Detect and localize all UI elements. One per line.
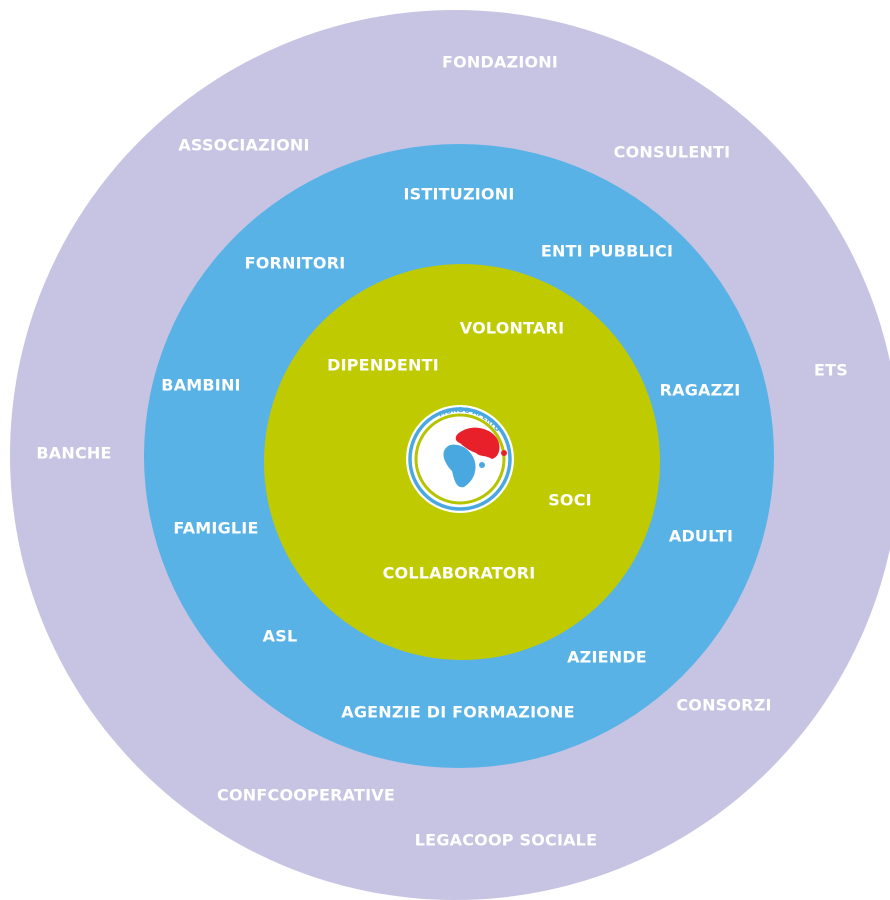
label-enti-pubblici: ENTI PUBBLICI: [540, 241, 674, 261]
label-famiglie: FAMIGLIE: [173, 518, 259, 538]
label-associazioni: ASSOCIAZIONI: [178, 135, 310, 155]
label-dipendenti: DIPENDENTI: [327, 355, 439, 375]
label-banche: BANCHE: [36, 443, 112, 463]
label-legacoop-sociale: LEGACOOP SOCIALE: [414, 830, 598, 850]
label-confcooperative: CONFCOOPERATIVE: [217, 785, 395, 805]
label-adulti: ADULTI: [668, 526, 734, 546]
label-volontari: VOLONTARI: [459, 318, 565, 338]
label-fondazioni: FONDAZIONI: [441, 52, 559, 72]
label-ets: ETS: [814, 360, 848, 380]
label-agenzie-di-formazione: AGENZIE DI FORMAZIONE: [341, 702, 575, 722]
label-consorzi: CONSORZI: [676, 695, 772, 715]
label-ragazzi: RAGAZZI: [659, 380, 741, 400]
label-collaboratori: COLLABORATORI: [382, 563, 536, 583]
label-consulenti: CONSULENTI: [613, 142, 731, 162]
label-soci: SOCI: [548, 490, 592, 510]
label-aziende: AZIENDE: [567, 647, 647, 667]
label-fornitori: FORNITORI: [244, 253, 346, 273]
label-asl: ASL: [262, 626, 298, 646]
label-bambini: BAMBINI: [161, 375, 241, 395]
label-istituzioni: ISTITUZIONI: [403, 184, 515, 204]
globe-logo-icon: MONDO APERTO: [404, 403, 516, 515]
